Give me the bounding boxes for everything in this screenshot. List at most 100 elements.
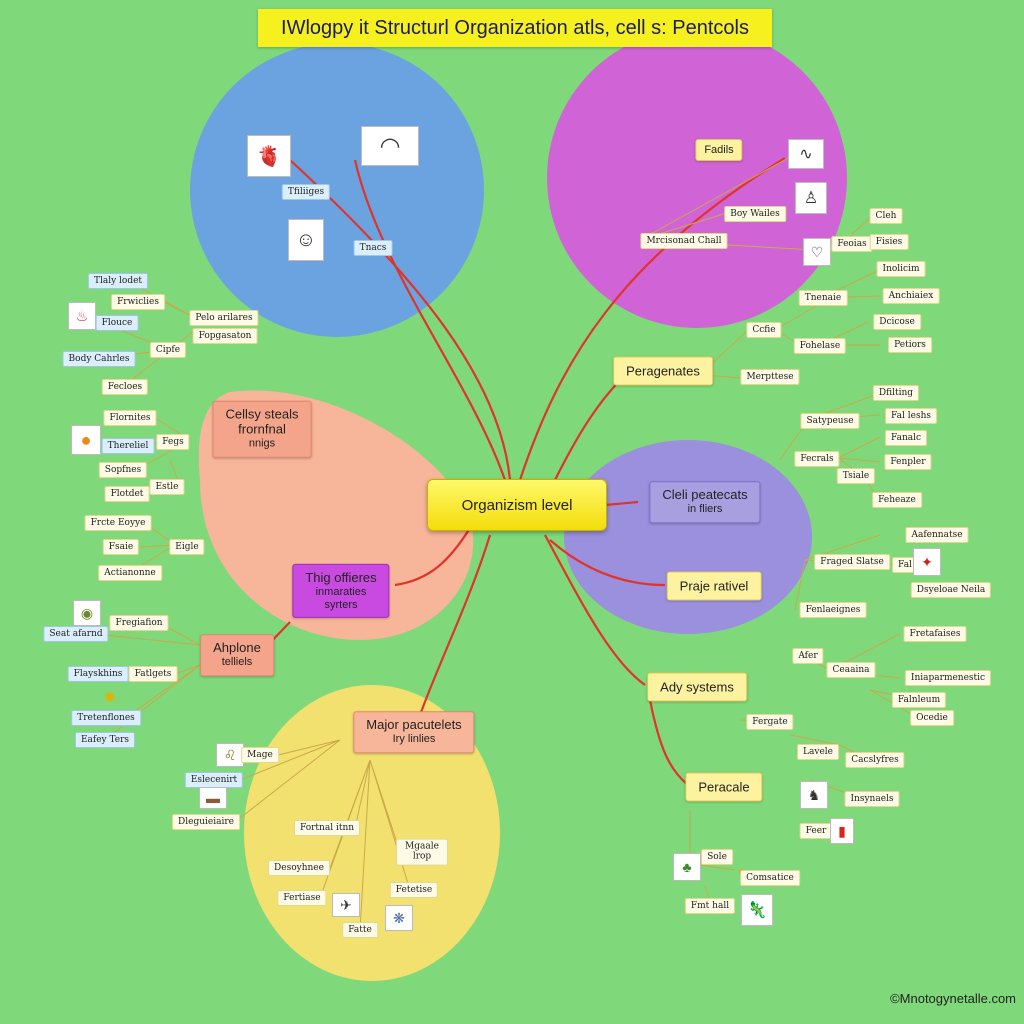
brown-tissue-icon: ▬	[199, 787, 227, 809]
ll-label-6: Eafey Ters	[74, 732, 136, 748]
connector-purple	[394, 527, 471, 587]
connector-peragenates	[554, 374, 626, 481]
blue-cell-icon: ❋	[385, 905, 413, 931]
thig-line-1: Thig offieres	[305, 569, 377, 585]
yellow-label-6: Fatte	[342, 922, 378, 938]
right-label-fohelase: Fohelase	[793, 338, 847, 354]
lr-label-cacslyfres: Cacslyfres	[845, 752, 905, 768]
sketch-organ-icon: ∿	[788, 139, 824, 169]
blue-label-1: Tfiliiges	[281, 184, 331, 200]
thig-line-2: inmaraties	[315, 585, 367, 598]
yellow-blob	[244, 685, 500, 981]
left-label-12: Sopfnes	[98, 462, 148, 478]
left-label-3: Flouce	[95, 315, 139, 331]
node-peracale[interactable]: Peracale	[685, 772, 763, 802]
blue-circle	[190, 43, 484, 337]
ll-label-5: Tretenflones	[71, 710, 141, 726]
fetus-icon: ☺	[288, 219, 324, 261]
connector-yellow	[418, 534, 492, 716]
connector-blue	[289, 159, 512, 481]
left-label-11: Fegs	[156, 434, 190, 450]
lr-label-dsyeloae-neila: Dsyeloae Neila	[910, 582, 992, 598]
lr-label-sole: Sole	[701, 849, 733, 865]
node-fadils[interactable]: Fadils	[695, 139, 743, 161]
right-label-inolicim: Inolicim	[876, 261, 926, 277]
left-label-13: Estle	[149, 479, 185, 495]
diagram-title: IWlogpy it Structurl Organization atls, …	[258, 9, 772, 47]
lr-label-feer: Feer	[799, 823, 833, 839]
violet-label-fal-leshs: Fal leshs	[885, 408, 937, 424]
node-aphone[interactable]: Ahplone telliels	[200, 634, 274, 676]
left-label-7: Body Cahrles	[62, 351, 136, 367]
ll-label-9: Dleguieiaire	[172, 814, 240, 830]
left-label-14: Flotdet	[104, 486, 150, 502]
lr-label-ocedie: Ocedie	[910, 710, 954, 726]
node-major-pacutelets[interactable]: Major pacutelets Iry linlies	[353, 711, 475, 753]
sketch-lion-icon: ♌	[216, 743, 244, 767]
green-cell-icon: ◉	[73, 600, 101, 626]
left-label-5: Fopgasaton	[192, 328, 258, 344]
left-label-15: Frcte Eoyye	[84, 515, 152, 531]
cellsy-line-2: frornfnal	[238, 421, 286, 437]
organ-slice-icon: ◠	[361, 126, 419, 166]
right-label-tnenaie: Tnenaie	[798, 290, 848, 306]
violet-label-tsiale: Tsiale	[836, 468, 876, 484]
yellow-label-2: Mgaale lrop	[396, 838, 448, 866]
right-label-ccfie: Ccfie	[746, 322, 782, 338]
lr-label-lavele: Lavele	[797, 744, 839, 760]
left-label-6: Cipfe	[149, 342, 187, 358]
connector-ady	[544, 534, 646, 686]
connector-cell-proteins	[604, 500, 639, 507]
violet-label-fanalc: Fanalc	[884, 430, 928, 446]
connector-magenta	[518, 157, 786, 481]
connector-proje	[549, 539, 666, 587]
violet-label-fenpler: Fenpler	[884, 454, 932, 470]
right-label-dcicose: Dcicose	[873, 314, 921, 330]
violet-label-satypeuse: Satypeuse	[800, 413, 860, 429]
footer-watermark: ©Mnotogynetalle.com	[890, 991, 1016, 1006]
node-thig-offieres[interactable]: Thig offieres inmaraties syrters	[292, 563, 390, 619]
aphone-line-1: Ahplone	[213, 640, 261, 656]
node-ady-systems[interactable]: Ady systems	[647, 672, 747, 702]
node-cellsy-steals[interactable]: Cellsy steals frornfnal nnigs	[212, 400, 312, 458]
sketch-figure-icon: ♙	[795, 182, 827, 214]
center-node-label: Organizism level	[461, 496, 573, 514]
lr-label-fmt-hall: Fmt hall	[684, 898, 736, 914]
node-cell-proteins[interactable]: Cleli peatecats in fliers	[649, 481, 761, 523]
node-proje-ratives[interactable]: Praje rativel	[666, 571, 762, 601]
ll-label-1: Fregiafion	[109, 615, 169, 631]
cell-proteins-line-1: Cleli peatecats	[662, 487, 748, 503]
magenta-circle	[547, 28, 847, 328]
center-node-organism-level[interactable]: Organizism level	[427, 479, 607, 531]
cell-proteins-line-2: in fliers	[687, 503, 723, 516]
cellsy-line-1: Cellsy steals	[225, 406, 299, 422]
left-label-18: Actianonne	[98, 565, 162, 581]
left-label-16: Fsaie	[102, 539, 140, 555]
left-label-10: Thereliel	[101, 438, 155, 454]
right-label-feoias: Feoias	[831, 236, 873, 252]
lr-label-falnleum: Falnleum	[891, 692, 947, 708]
connector-peracale	[648, 699, 689, 786]
lr-label-fenlaeignes: Fenlaeignes	[799, 602, 867, 618]
dancer-icon: ✦	[913, 548, 941, 576]
ll-label-2: Seat afarnd	[43, 626, 109, 642]
chameleon-icon: 🦎	[741, 894, 773, 926]
node-peragenates[interactable]: Peragenates	[613, 356, 713, 386]
connector-blue-2	[353, 159, 507, 481]
cellsy-line-3: nnigs	[248, 437, 276, 450]
lr-label-ceaaina: Ceaaina	[826, 662, 876, 678]
major-line-1: Major pacutelets	[366, 717, 462, 733]
major-line-2: Iry linlies	[392, 733, 436, 746]
muscle-tissue-icon: 🫀	[247, 135, 291, 177]
orange-orb-icon: ●	[71, 425, 101, 455]
lr-label-afer: Afer	[792, 648, 824, 664]
magenta-label-boy-wailes: Boy Wailes	[724, 206, 786, 222]
ll-label-3: Flayskhins	[67, 666, 129, 682]
lr-label-iniaparmenestic: Iniaparmenestic	[904, 670, 992, 686]
right-label-anchiaiex: Anchiaiex	[882, 288, 940, 304]
violet-label-fecrals: Fecrals	[794, 451, 840, 467]
lr-label-fretafaises: Fretafaises	[903, 626, 967, 642]
sketch-figure-icon-2: ♞	[800, 781, 828, 809]
left-label-17: Eigle	[169, 539, 205, 555]
left-label-1: Tlaly lodet	[87, 273, 149, 289]
